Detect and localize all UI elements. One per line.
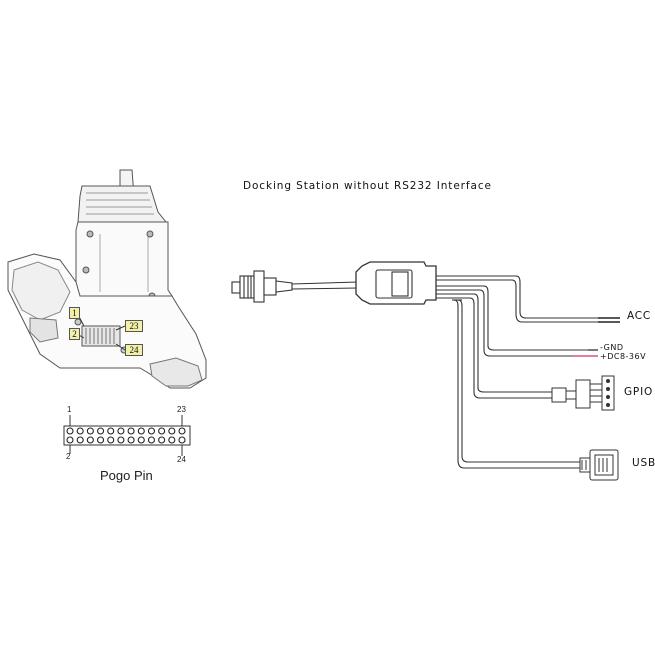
pogo-pin-dot	[76, 436, 84, 444]
cable-junction-box	[355, 261, 437, 305]
pogo-pin-caption: Pogo Pin	[100, 468, 153, 483]
pogo-pin-dots	[66, 427, 186, 444]
pogo-pin-dot	[158, 436, 166, 444]
callout-pin-1: 1	[69, 307, 80, 319]
pogo-pin-dot	[96, 436, 105, 444]
pogo-pin-dot	[127, 436, 135, 444]
pogo-pin-dot	[86, 427, 94, 435]
pogo-pin-dot	[86, 436, 94, 444]
pogo-pin-dot	[137, 436, 145, 444]
gnd-label: -GND	[600, 343, 624, 352]
gpio-label: GPIO	[624, 386, 654, 398]
cable-assembly	[231, 261, 598, 469]
pin-23-number: 23	[177, 405, 186, 414]
usb-cable	[457, 299, 580, 463]
pogo-pin-dot	[168, 436, 176, 444]
pogo-pin-dot	[96, 427, 105, 435]
docking-station-illustration	[7, 169, 207, 389]
pogo-pin-dot	[178, 436, 186, 444]
pogo-pin-dot	[147, 427, 156, 435]
pin-2-number: 2	[66, 452, 71, 461]
acc-wire-ends	[598, 317, 620, 323]
pin-24-number: 24	[177, 455, 186, 464]
dc-voltage-label: +DC8-36V	[600, 352, 647, 361]
callout-pin-2: 2	[69, 328, 80, 340]
acc-label: ACC	[627, 310, 652, 322]
round-connector-plug	[231, 270, 293, 303]
pogo-pin-dot	[178, 427, 186, 435]
pin-1-number: 1	[67, 405, 72, 414]
usb-label: USB	[632, 457, 655, 469]
pogo-pin-dot	[66, 436, 74, 444]
pogo-pin-dot	[66, 427, 74, 435]
pogo-pin-dot	[107, 436, 115, 444]
pogo-pin-dot	[127, 427, 135, 435]
callout-pin-24: 24	[125, 344, 143, 356]
pogo-pin-diagram	[63, 415, 191, 456]
gpio-cable	[436, 293, 552, 393]
acc-cable	[436, 275, 598, 319]
power-wire-ends	[572, 349, 598, 357]
diagram-title: Docking Station without RS232 Interface	[243, 180, 492, 192]
pogo-pin-dot	[168, 427, 176, 435]
pogo-pin-dot	[117, 436, 125, 444]
pogo-pin-dot	[117, 427, 125, 435]
pogo-pin-dot	[147, 436, 156, 444]
pogo-pin-housing	[63, 425, 191, 446]
usb-connector	[579, 449, 619, 481]
pogo-pin-dot	[76, 427, 84, 435]
pogo-pin-dot	[107, 427, 115, 435]
gpio-connector	[551, 375, 615, 411]
power-cable	[436, 285, 588, 351]
callout-pin-23: 23	[125, 320, 143, 332]
main-cable	[291, 281, 359, 285]
pogo-pin-dot	[137, 427, 145, 435]
pogo-pin-dot	[158, 427, 166, 435]
